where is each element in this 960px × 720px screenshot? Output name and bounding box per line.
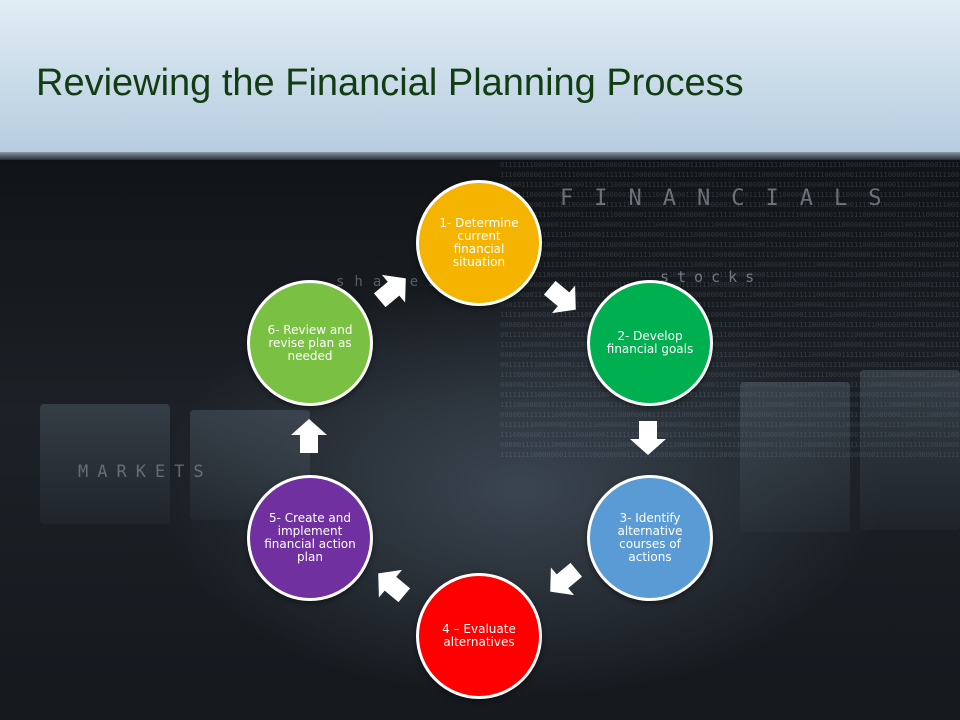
background-image: 0111111100000001111111100000001111111100… [0,160,960,720]
title-bar [0,0,960,152]
cycle-step-label: 2- Develop financial goals [606,329,694,356]
title-divider [0,152,960,160]
cycle-step-label: 1- Determine current financial situation [439,216,519,269]
background-block [740,382,850,532]
background-block [860,370,960,530]
background-word-financials: FINANCIALS [560,186,903,211]
background-word-markets: MARKETS [78,462,213,482]
slide-title: Reviewing the Financial Planning Process [36,62,744,104]
cycle-step-1: 1- Determine current financial situation [416,180,542,306]
binary-texture: 0111111100000001111111100000001111111100… [500,161,960,459]
background-word-shares: shares [336,274,447,290]
background-block [40,404,170,524]
cycle-arrow [550,562,583,596]
cycle-step-2: 2- Develop financial goals [587,280,713,406]
cycle-arrow [630,421,666,455]
cycle-step-label: 3- Identify alternative courses of actio… [617,511,683,564]
cycle-step-label: 5- Create and implement financial action… [264,511,356,564]
cycle-arrow [543,280,576,314]
cycle-arrow [378,569,411,603]
cycle-step-label: 4 – Evaluate alternatives [442,622,516,649]
cycle-step-5: 5- Create and implement financial action… [247,475,373,601]
cycle-step-3: 3- Identify alternative courses of actio… [587,475,713,601]
background-word-stocks: stocks [660,268,763,286]
cycle-step-6: 6- Review and revise plan as needed [247,280,373,406]
cycle-step-label: 6- Review and revise plan as needed [267,322,353,363]
cycle-arrow [291,419,327,453]
cycle-step-4: 4 – Evaluate alternatives [416,573,542,699]
cycle-arrow [373,274,406,308]
